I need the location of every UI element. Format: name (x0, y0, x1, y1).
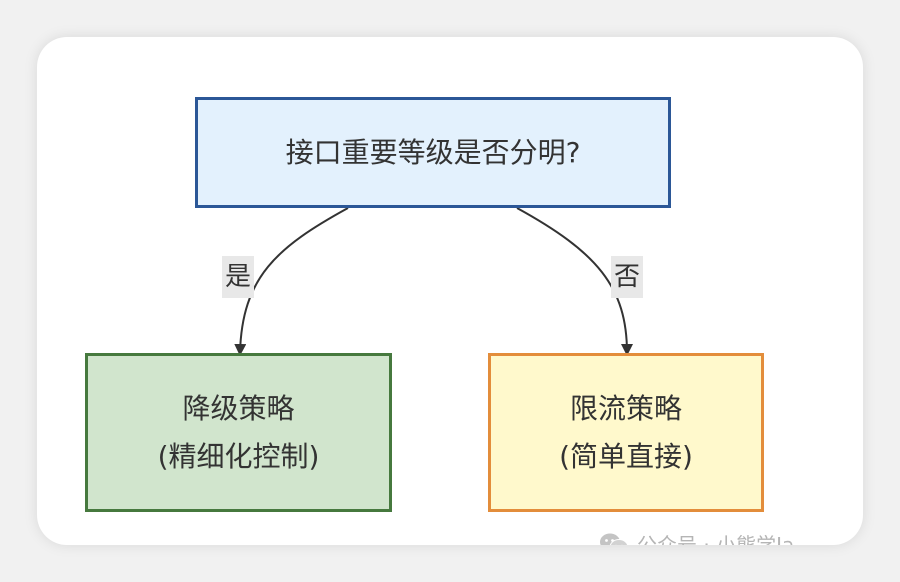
ratelimit-strategy-subtitle: (简单直接) (559, 439, 693, 473)
edge-no (516, 207, 633, 356)
ratelimit-strategy-title: 限流策略 (569, 391, 682, 425)
degrade-strategy-subtitle: (精细化控制) (157, 439, 320, 473)
ratelimit-strategy-node: 限流策略 (简单直接) (488, 353, 764, 512)
watermark: 公众号 · 小熊学Ja (599, 529, 794, 545)
edge-label-no: 否 (611, 256, 644, 298)
watermark-text: 公众号 · 小熊学Ja (637, 533, 795, 545)
question-node: 接口重要等级是否分明? (195, 97, 671, 208)
degrade-strategy-title: 降级策略 (182, 391, 295, 425)
question-text: 接口重要等级是否分明? (285, 135, 581, 169)
edge-label-yes: 是 (222, 256, 255, 298)
degrade-strategy-node: 降级策略 (精细化控制) (85, 353, 392, 512)
edges (234, 207, 633, 356)
edge-yes (234, 207, 349, 356)
wechat-icon (600, 533, 629, 545)
diagram-card: 接口重要等级是否分明? 是 否 降级策略 (精细化控制) 限流策略 (简单直接)… (37, 37, 863, 545)
